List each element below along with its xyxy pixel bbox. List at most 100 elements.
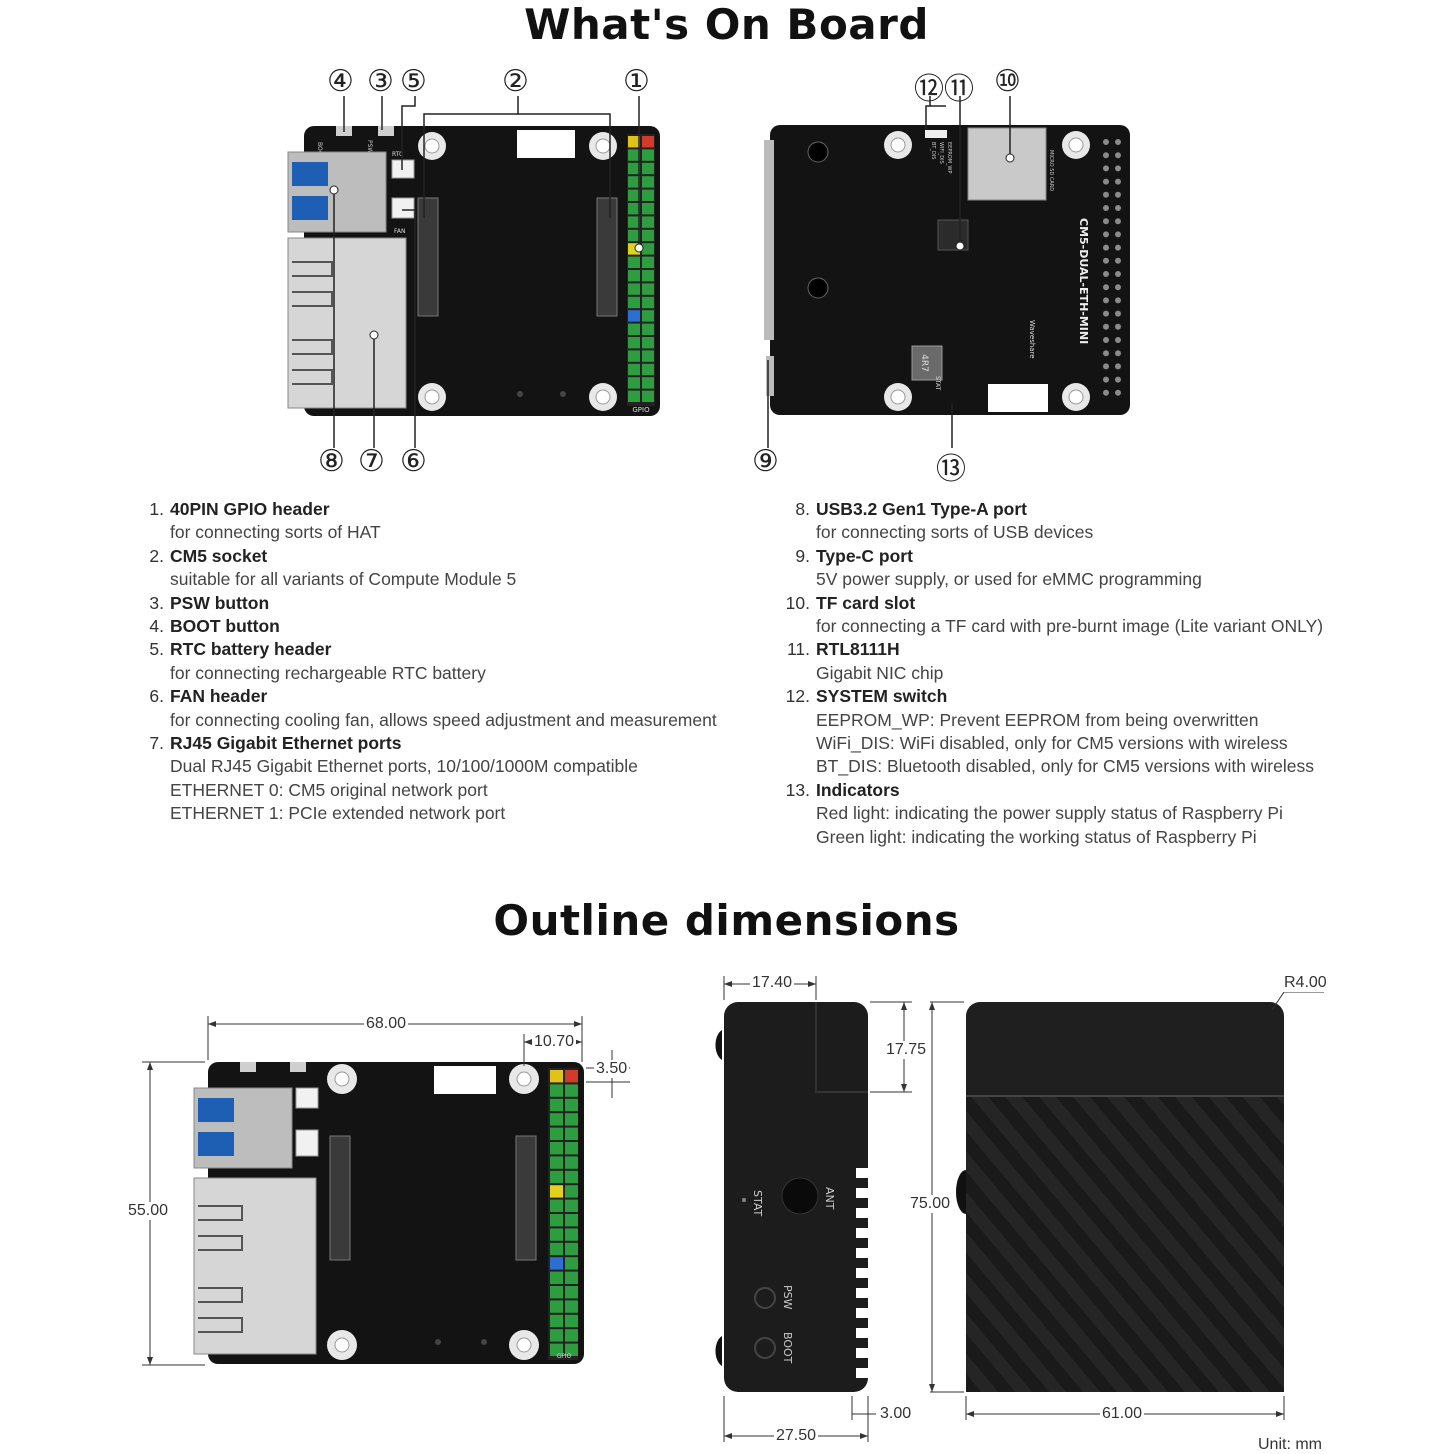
gpio-pin	[628, 149, 640, 161]
gpio-pin	[565, 1314, 578, 1328]
feature-number: 12.	[785, 686, 810, 707]
feature-number: 9.	[795, 545, 810, 566]
brand-silk: Waveshare	[1028, 320, 1036, 359]
feature-number: 2.	[149, 545, 164, 566]
dim-case-height: 75.00	[908, 1195, 953, 1213]
feature-number: 4.	[149, 616, 164, 637]
gpio-pin	[550, 1084, 563, 1097]
feature-title: Indicators	[816, 779, 900, 800]
pin-hole	[1103, 178, 1109, 185]
gpio-pin	[628, 243, 640, 255]
feature-desc: ETHERNET 0: CM5 original network port	[170, 779, 488, 800]
case-top-view	[929, 991, 1324, 1420]
case-side-view: ANT STAT PSW BOOT	[715, 976, 912, 1442]
feature-title: PSW button	[170, 592, 270, 613]
eeprom-silk: EEPROM_WP	[946, 142, 952, 174]
feature-title: Type-C port	[816, 545, 913, 566]
section-title-on-board: What's On Board	[524, 0, 929, 49]
gpio-pin	[550, 1170, 563, 1184]
gpio-pin	[642, 363, 654, 376]
front-label-area	[517, 130, 575, 158]
pin-hole	[1115, 244, 1121, 251]
gpio-pin	[642, 256, 654, 268]
pin-hole	[1115, 218, 1121, 225]
feature-number: 13.	[785, 779, 810, 800]
dim-case-width: 61.00	[1100, 1405, 1145, 1423]
gpio-pin	[628, 256, 640, 268]
case-ant-label: ANT	[823, 1187, 836, 1210]
vent-slot	[856, 1208, 868, 1218]
pin-hole	[1103, 205, 1109, 211]
feature-desc: for connecting sorts of USB devices	[816, 522, 1094, 543]
pin-hole	[1103, 191, 1109, 198]
gpio-pin	[642, 283, 654, 295]
vent-slot	[856, 1168, 868, 1178]
gpio-pin	[642, 229, 654, 242]
feature-number: 6.	[149, 686, 164, 707]
gpio-silk: GPIO	[632, 406, 650, 414]
stat-silk: STAT	[934, 376, 941, 391]
feature-desc: Green light: indicating the working stat…	[816, 826, 1257, 847]
pin-hole	[1103, 231, 1109, 238]
gpio-pin	[550, 1343, 563, 1356]
vent-slot	[856, 1268, 868, 1278]
case-stat-label: STAT	[751, 1190, 764, 1217]
callout-13: ⑬	[936, 453, 966, 486]
gpio-pin	[565, 1098, 578, 1112]
pin-hole	[1115, 191, 1121, 198]
pin-hole	[1103, 218, 1109, 225]
vent-slot	[856, 1248, 868, 1258]
feature-title: FAN header	[170, 686, 268, 707]
pin-hole	[1103, 310, 1109, 317]
feature-desc: EEPROM_WP: Prevent EEPROM from being ove…	[816, 709, 1259, 730]
pin-hole	[1115, 350, 1121, 357]
unit-label: Unit: mm	[1256, 1436, 1324, 1454]
gpio-pin	[642, 337, 654, 349]
fan-silk: FAN	[394, 228, 406, 235]
gpio-pin	[628, 229, 640, 242]
gpio-pin	[642, 136, 654, 148]
boot-silk: BOOT	[316, 142, 323, 159]
gpio-pin	[642, 203, 654, 215]
pin-hole	[1103, 152, 1109, 159]
pin-hole	[1103, 257, 1109, 264]
pin-hole	[1115, 323, 1121, 330]
pin-hole	[1103, 244, 1109, 251]
gpio-pin	[642, 176, 654, 188]
back-board: 4R7 CM5-DUAL-ETH-MINI Waveshare MICRO SD…	[764, 96, 1130, 448]
callout-11: ⑪	[944, 73, 974, 106]
dim-corner-radius: R4.00	[1282, 974, 1329, 992]
gpio-pin	[628, 350, 640, 362]
feature-number: 1.	[149, 499, 164, 519]
pin-hole	[1103, 323, 1109, 330]
gpio-pin	[628, 377, 640, 389]
feature-number: 10.	[785, 592, 810, 613]
feature-desc: Dual RJ45 Gigabit Ethernet ports, 10/100…	[170, 756, 638, 777]
gpio-pin	[565, 1214, 578, 1227]
pin-hole	[1103, 139, 1109, 145]
pin-hole	[1103, 389, 1109, 396]
inductor	[911, 345, 943, 381]
gpio-pin	[550, 1257, 563, 1270]
pin-hole	[1115, 271, 1121, 277]
vent-slot	[856, 1308, 868, 1318]
gpio-pin	[642, 149, 654, 161]
inductor-silk: 4R7	[919, 354, 929, 372]
pin-hole	[1103, 271, 1109, 277]
system-switch	[925, 130, 947, 138]
callout-5: ⑤	[400, 65, 427, 98]
gpio-pin	[550, 1142, 563, 1155]
feature-title: TF card slot	[816, 592, 916, 613]
gpio-pin	[628, 283, 640, 295]
gpio-pin	[642, 216, 654, 228]
callout-7: ⑦	[358, 445, 385, 478]
gpio-pin	[565, 1343, 578, 1356]
gpio-pin	[628, 136, 640, 148]
